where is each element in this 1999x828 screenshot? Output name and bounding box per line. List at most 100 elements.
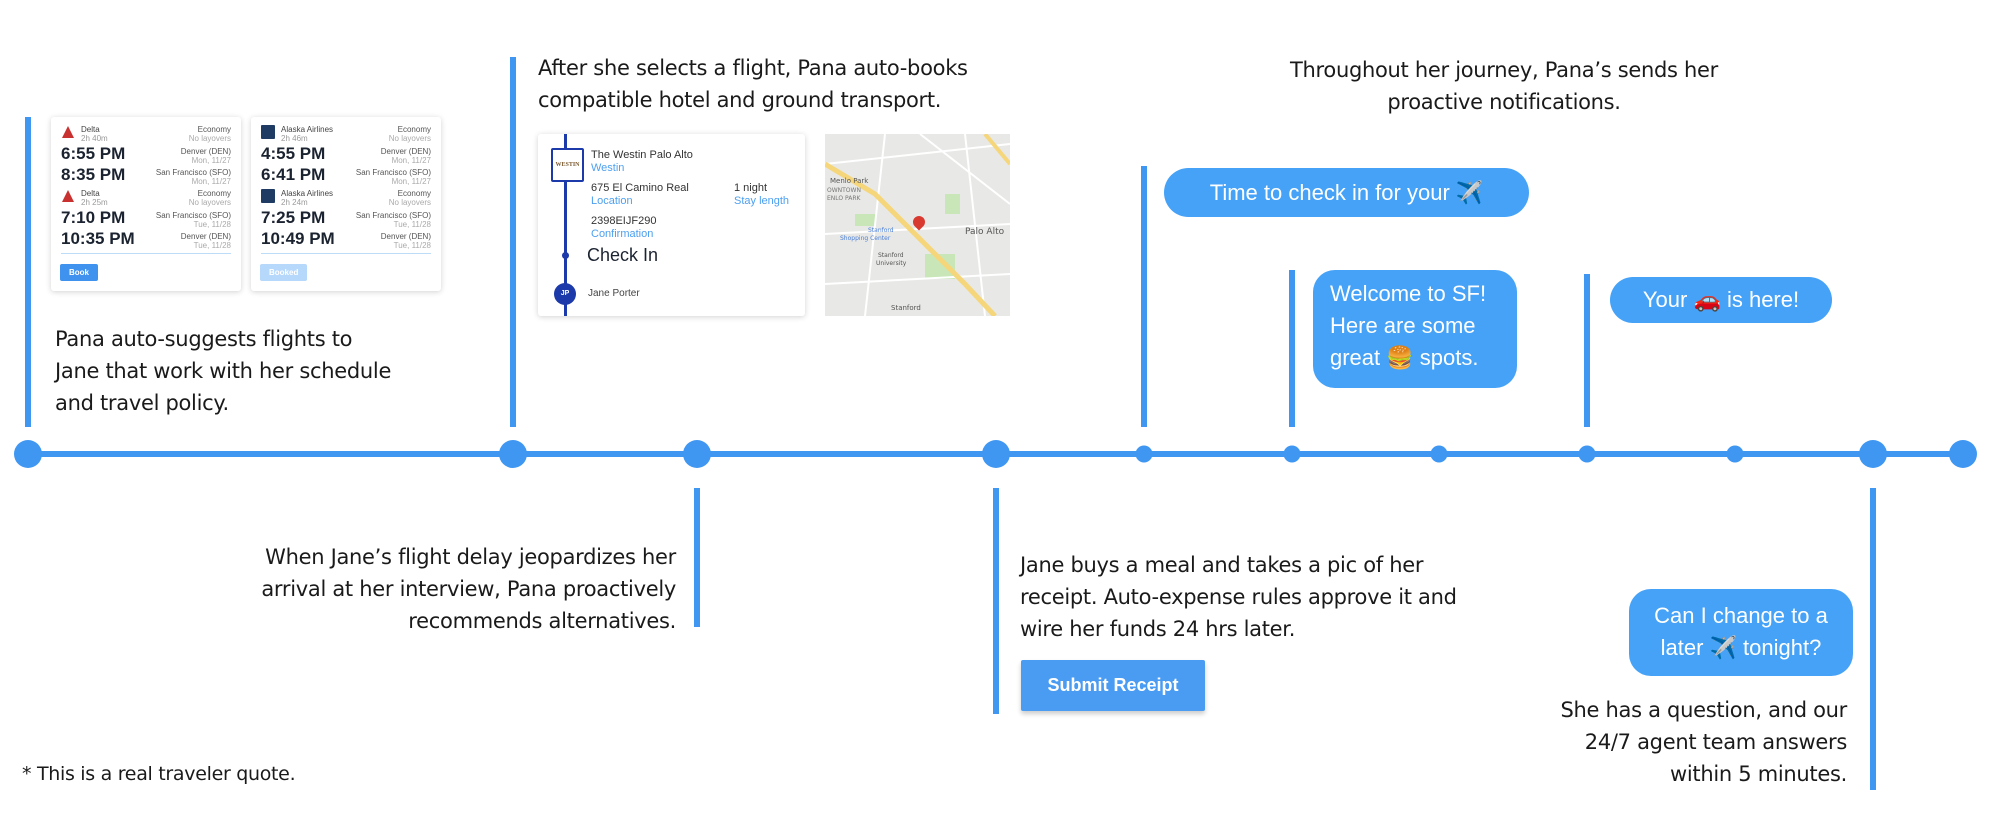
notification-checkin-bubble: Time to check in for your ✈️ <box>1164 168 1529 217</box>
caption-line: 24/7 agent team answers <box>1584 730 1848 754</box>
departure-city: San Francisco (SFO) <box>355 211 431 220</box>
caption-line: She has a question, and our <box>1560 698 1847 722</box>
alaska-logo-icon <box>261 189 275 203</box>
timeline-dot <box>1578 445 1596 463</box>
caption-suggest: Pana auto-suggests flights to Jane that … <box>55 323 391 419</box>
timeline-dot <box>1430 445 1448 463</box>
hotel-name: The Westin Palo Alto <box>591 149 693 161</box>
submit-receipt-button[interactable]: Submit Receipt <box>1021 660 1205 711</box>
connector-line <box>1289 270 1295 427</box>
cabin-class: Economy <box>397 125 431 134</box>
alaska-logo-icon <box>261 125 275 139</box>
caption-line: After she selects a flight, Pana auto-bo… <box>538 56 968 80</box>
connector-line <box>694 488 700 627</box>
bubble-line: Can I change to a <box>1654 603 1828 628</box>
caption-line: receipt. Auto-expense rules approve it a… <box>1020 585 1457 609</box>
map-label: Palo Alto <box>965 227 1005 237</box>
caption-line: within 5 minutes. <box>1670 762 1847 786</box>
map-label: Stanford <box>891 304 921 312</box>
timeline-dot <box>1859 440 1887 468</box>
map-label: ENLO PARK <box>827 195 861 202</box>
arrival-city: Denver (DEN) <box>380 232 431 241</box>
connector-line <box>1141 166 1147 427</box>
connector-line <box>1870 488 1876 790</box>
caption-line: and travel policy. <box>55 391 229 415</box>
hotel-address-label: Location <box>591 195 633 207</box>
caption-notifications: Throughout her journey, Pana’s sends her… <box>1204 54 1804 118</box>
timeline-dot <box>14 440 42 468</box>
arrival-city: San Francisco (SFO) <box>155 168 231 177</box>
timeline-dot <box>683 440 711 468</box>
confirmation-label: Confirmation <box>591 228 654 240</box>
bubble-line: great 🍔 spots. <box>1330 345 1479 370</box>
caption-line: compatible hotel and ground transport. <box>538 88 942 112</box>
departure-city: Denver (DEN) <box>180 147 231 156</box>
caption-line: recommends alternatives. <box>408 609 676 633</box>
arrival-time: 10:35 PM <box>61 229 135 248</box>
layovers: No layovers <box>188 134 231 143</box>
caption-line: Throughout her journey, Pana’s sends her <box>1289 58 1719 82</box>
timeline-dot <box>1283 445 1301 463</box>
arrival-time: 8:35 PM <box>61 165 126 184</box>
bubble-line: Here are some <box>1330 313 1476 338</box>
map-label: OWNTOWN <box>827 187 861 194</box>
hotel-brand: Westin <box>591 162 625 174</box>
caption-agent: She has a question, and our 24/7 agent t… <box>1447 694 1847 790</box>
arrival-date: Mon, 11/27 <box>191 177 231 186</box>
bubble-line: Welcome to SF! <box>1330 281 1487 306</box>
timeline-dot <box>982 440 1010 468</box>
book-button[interactable]: Book <box>60 264 98 281</box>
departure-time: 6:55 PM <box>61 144 126 163</box>
map-label: Stanford <box>878 252 904 259</box>
connector-line <box>510 57 516 427</box>
notification-car-bubble: Your 🚗 is here! <box>1610 277 1832 323</box>
connector-line <box>25 117 31 427</box>
departure-date: Mon, 11/27 <box>191 156 231 165</box>
caption-autobook: After she selects a flight, Pana auto-bo… <box>538 52 968 116</box>
guest-name: Jane Porter <box>588 288 640 299</box>
hotel-address: 675 El Camino Real <box>591 182 689 194</box>
footnote: * This is a real traveler quote. <box>22 763 296 785</box>
booked-button[interactable]: Booked <box>260 264 308 281</box>
departure-date: Tue, 11/28 <box>393 220 431 229</box>
flight-duration: 2h 46m <box>281 134 308 143</box>
map-label: Shopping Center <box>840 235 891 242</box>
checkin-label: Check In <box>587 245 659 265</box>
connector-line <box>1584 274 1590 427</box>
arrival-city: Denver (DEN) <box>180 232 231 241</box>
hotel-booking-card[interactable]: WESTIN The Westin Palo Alto Westin 675 E… <box>538 134 805 316</box>
checkin-node <box>562 252 569 259</box>
map-label: Menlo Park <box>830 177 869 185</box>
arrival-date: Tue, 11/28 <box>193 241 231 250</box>
layovers: No layovers <box>388 134 431 143</box>
caption-delay: When Jane’s flight delay jeopardizes her… <box>176 541 676 637</box>
hotel-map[interactable]: Menlo Park OWNTOWN ENLO PARK Stanford Sh… <box>825 134 1010 316</box>
caption-line: wire her funds 24 hrs later. <box>1020 617 1296 641</box>
guest-avatar: JP <box>554 283 576 305</box>
flight-duration: 2h 40m <box>81 134 108 143</box>
departure-time: 7:25 PM <box>261 208 326 227</box>
departure-city: San Francisco (SFO) <box>155 211 231 220</box>
flight-duration: 2h 24m <box>281 198 308 207</box>
caption-expense: Jane buys a meal and takes a pic of her … <box>1020 549 1457 645</box>
divider <box>61 253 231 254</box>
cabin-class: Economy <box>197 125 231 134</box>
stay-length: 1 night <box>734 182 768 194</box>
airline-name: Delta <box>81 125 100 134</box>
arrival-date: Tue, 11/28 <box>393 241 431 250</box>
arrival-time: 10:49 PM <box>261 229 335 248</box>
cabin-class: Economy <box>397 189 431 198</box>
departure-date: Mon, 11/27 <box>391 156 431 165</box>
flight-duration: 2h 25m <box>81 198 108 207</box>
arrival-city: San Francisco (SFO) <box>355 168 431 177</box>
connector-line <box>993 488 999 714</box>
arrival-date: Mon, 11/27 <box>391 177 431 186</box>
map-label: Stanford <box>868 227 894 234</box>
confirmation-number: 2398EIJF290 <box>591 215 657 227</box>
departure-time: 7:10 PM <box>61 208 126 227</box>
stay-length-label: Stay length <box>734 195 790 207</box>
caption-line: proactive notifications. <box>1387 90 1621 114</box>
